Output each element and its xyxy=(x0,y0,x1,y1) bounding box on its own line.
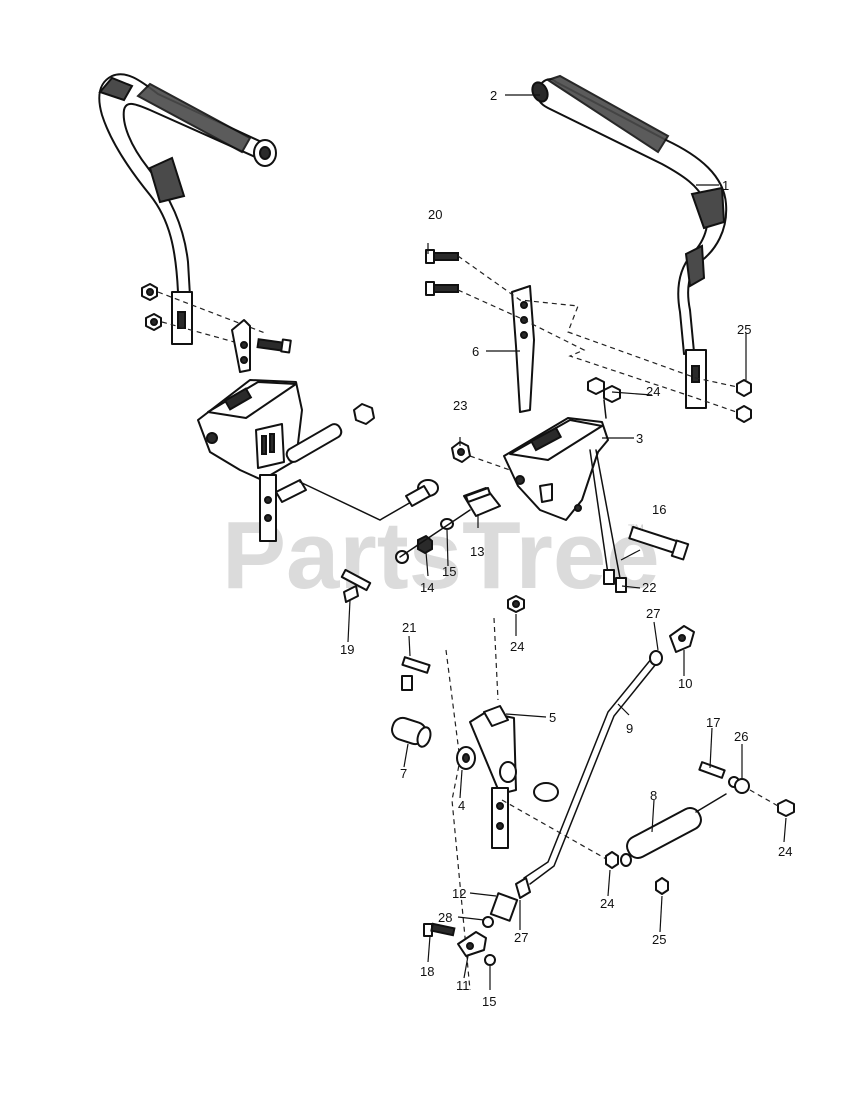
callout-11: 11 xyxy=(456,978,470,993)
callout-25-a: 25 xyxy=(737,322,751,337)
callout-labels: 2 1 3 4 5 6 7 8 9 10 11 12 13 14 15 15 1… xyxy=(340,88,792,1009)
callout-18: 18 xyxy=(420,964,434,979)
lower-linkage xyxy=(391,595,609,991)
left-bolt xyxy=(256,338,292,354)
callout-16: 16 xyxy=(652,502,666,517)
rod-9 xyxy=(489,625,695,922)
right-handle-bolts xyxy=(425,249,459,296)
right-handle-plate xyxy=(511,285,535,413)
callout-6: 6 xyxy=(472,344,479,359)
right-bracket xyxy=(451,377,627,593)
callout-7: 7 xyxy=(400,766,407,781)
nut-25-lower xyxy=(736,405,752,423)
left-bracket-assembly xyxy=(197,319,439,542)
callout-22: 22 xyxy=(642,580,656,595)
watermark-text: PartsTree xyxy=(222,502,660,609)
callout-23: 23 xyxy=(453,398,467,413)
callout-2: 2 xyxy=(490,88,497,103)
callout-14: 14 xyxy=(420,580,434,595)
gas-spring-8 xyxy=(605,761,795,895)
callout-24-d: 24 xyxy=(600,896,614,911)
callout-27-a: 27 xyxy=(646,606,660,621)
callout-19: 19 xyxy=(340,642,354,657)
leader-lines xyxy=(347,94,787,990)
callout-5: 5 xyxy=(549,710,556,725)
callout-12: 12 xyxy=(452,886,466,901)
lower-small-hardware xyxy=(423,916,496,966)
watermark: PartsTree TM xyxy=(222,502,660,609)
callout-21: 21 xyxy=(402,620,416,635)
callout-20: 20 xyxy=(428,207,442,222)
callout-4: 4 xyxy=(458,798,465,813)
callout-9: 9 xyxy=(626,721,633,736)
callout-3: 3 xyxy=(636,431,643,446)
callout-1: 1 xyxy=(722,178,729,193)
callout-15-lower: 15 xyxy=(482,994,496,1009)
callout-10: 10 xyxy=(678,676,692,691)
callout-24-b: 24 xyxy=(510,639,524,654)
callout-13: 13 xyxy=(470,544,484,559)
callout-17: 17 xyxy=(706,715,720,730)
left-small-hardware xyxy=(340,487,501,603)
callout-26: 26 xyxy=(734,729,748,744)
callout-24-c: 24 xyxy=(778,844,792,859)
callout-27-b: 27 xyxy=(514,930,528,945)
callout-15-upper: 15 xyxy=(442,564,456,579)
right-handle xyxy=(531,74,728,409)
nut-25-upper xyxy=(736,379,752,397)
callout-24-a: 24 xyxy=(646,384,660,399)
left-nuts xyxy=(141,283,162,331)
bolt-16 xyxy=(628,525,690,561)
left-handle-assembly xyxy=(98,73,277,345)
callout-28: 28 xyxy=(438,910,452,925)
callout-8: 8 xyxy=(650,788,657,803)
callout-25-b: 25 xyxy=(652,932,666,947)
